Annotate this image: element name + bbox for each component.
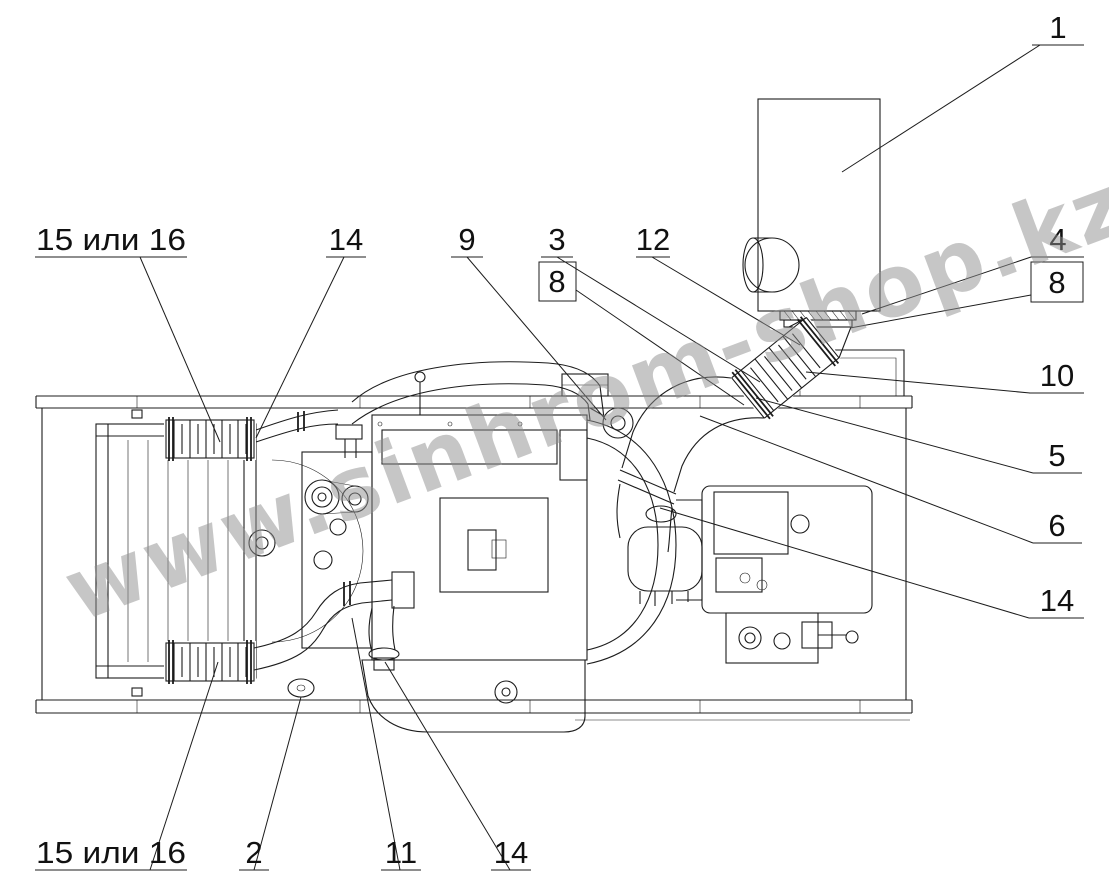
callout-9-label: 9 (458, 222, 475, 257)
callout-12-label: 12 (636, 222, 670, 257)
callout-5-label: 5 (1048, 438, 1065, 473)
callout-15-16-top-label: 15 или 16 (36, 222, 186, 257)
lower-hose (253, 571, 415, 671)
callout-8-right-box (1030, 261, 1084, 303)
callout-6-label: 6 (1048, 508, 1065, 543)
callout-14-bottom-label: 14 (494, 835, 528, 870)
callout-10-label: 10 (1040, 358, 1074, 393)
radiator (95, 423, 257, 679)
callout-8-right-label: 8 (1048, 265, 1065, 300)
callout-3-label: 3 (548, 222, 565, 257)
frame-rails (35, 395, 913, 721)
callout-1-label: 1 (1049, 10, 1066, 45)
callout-15-16-bottom-label: 15 или 16 (36, 835, 186, 870)
coolant-bellows-top (164, 417, 256, 461)
bell-housing (586, 419, 703, 665)
pto-pump-assembly (701, 485, 873, 664)
intake-bellows (729, 315, 842, 421)
bellows-to-flange (788, 317, 852, 359)
callout-11-label: 11 (385, 835, 417, 870)
coolant-bellows-bottom (164, 640, 256, 684)
oil-pan (361, 659, 586, 733)
callout-8-left-label: 8 (548, 264, 565, 299)
callout-4-label: 4 (1049, 222, 1066, 257)
callout-8-left-box (538, 261, 577, 302)
engine-block (301, 371, 609, 661)
callout-underlines (35, 44, 1084, 871)
callout-labels: 1 15 или 16 14 9 3 8 12 4 8 10 5 6 14 15… (36, 10, 1074, 870)
drain-plug (287, 678, 315, 698)
upper-air-pipe (255, 361, 605, 458)
callout-leaders (139, 44, 1041, 871)
turbocharger (589, 407, 634, 439)
resonator (627, 505, 703, 606)
fan-drive (248, 459, 369, 643)
callout-14-right-label: 14 (1040, 583, 1074, 618)
callout-2-label: 2 (245, 835, 262, 870)
air-filter (742, 98, 881, 328)
callout-14-top-label: 14 (329, 222, 363, 257)
